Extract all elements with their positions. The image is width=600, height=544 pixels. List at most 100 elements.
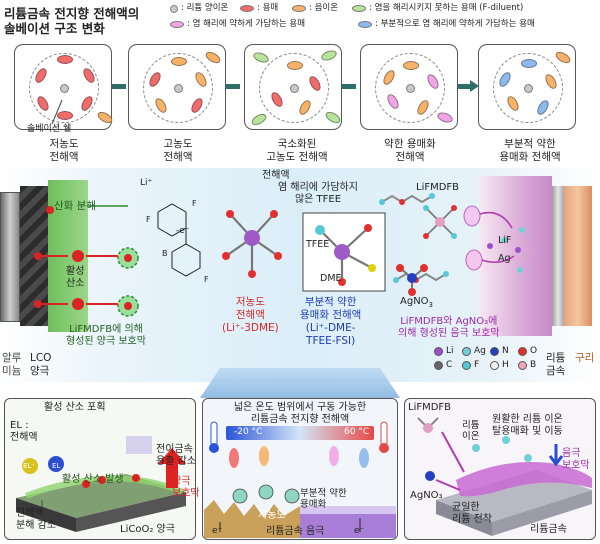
- element-swatch: [490, 360, 499, 370]
- partial-solvent-swatch: [358, 21, 372, 29]
- licoo2-label: LiCoO₂ 양극: [120, 524, 175, 535]
- solvent-molecule: [403, 61, 419, 70]
- temp-low-label: -20 °C: [234, 427, 263, 437]
- agno3-molecule: [396, 264, 428, 296]
- partial-solvation-structure: [302, 212, 386, 292]
- shell-pointer: [51, 99, 63, 125]
- solvation-panel-2: [128, 44, 226, 130]
- low-conc-bottom-label: 저농도: [258, 510, 286, 521]
- active-oxygen-generation-label: 활성 산소 발생: [62, 474, 124, 485]
- solvent-molecule: [287, 61, 303, 70]
- transition-arrowhead: [470, 80, 479, 92]
- el-definition: EL :전해액: [10, 420, 38, 443]
- element-swatch: [434, 346, 443, 356]
- svg-text:F: F: [146, 215, 151, 224]
- electron-right-label: e⁻: [354, 526, 365, 536]
- solvation-shell: [259, 53, 329, 123]
- solvent-molecule: [95, 109, 115, 126]
- li-ion: [406, 84, 415, 93]
- oxidative-decomposition-label: 산화 분해: [54, 200, 96, 212]
- li-metal-bottom-label: 리튬금속: [530, 524, 567, 535]
- electron-left-label: e⁻: [212, 526, 223, 536]
- element-key-c: C: [434, 360, 452, 370]
- element-key-f: F: [462, 360, 479, 370]
- svg-text:B: B: [162, 249, 168, 258]
- focus-callout: [200, 368, 400, 398]
- li-ion: [290, 84, 299, 93]
- element-key-ag: Ag: [462, 346, 486, 356]
- anion-swatch: [292, 5, 306, 13]
- electrolyte-label: 전해액: [262, 170, 290, 181]
- copper-current-collector: [564, 186, 592, 326]
- element-swatch: [490, 346, 499, 356]
- solvent-molecule: [251, 50, 271, 65]
- active-oxygen-capture-label: 활성 산소 포획: [44, 402, 106, 413]
- cathode-reaction-graphic: [34, 205, 139, 317]
- el-icon: [48, 456, 64, 472]
- f-diluent-swatch: [352, 5, 366, 13]
- element-symbol: Li: [446, 346, 454, 356]
- element-symbol: F: [474, 360, 480, 370]
- lifmdfb-small-molecule: [423, 205, 457, 239]
- aluminium-current-collector: [0, 192, 20, 322]
- title-line-1: 리튬금속 전지향 전해액의: [4, 6, 140, 21]
- element-key-h: H: [490, 360, 509, 370]
- solvation-panel-3: [244, 44, 343, 130]
- title-line-2: 솔베이션 구조 변화: [4, 21, 105, 36]
- agno3-label: AgNO3: [400, 296, 434, 309]
- lif-label: LiF: [498, 235, 512, 246]
- li-metal-anode-label: 리튬금속 음극: [266, 526, 325, 537]
- el-plus-label: EL⁺: [23, 462, 36, 470]
- element-symbol: H: [502, 360, 509, 370]
- solvation-shell: [143, 53, 213, 123]
- li-ion: [174, 84, 183, 93]
- transition-arrow: [458, 84, 472, 89]
- solvent-molecule: [203, 49, 223, 66]
- active-oxygen-icon: [72, 250, 84, 262]
- solvent-molecule: [323, 109, 343, 126]
- svg-text:F: F: [192, 199, 197, 208]
- anode-protective-film: [480, 176, 552, 336]
- legend-li-ion: : 리튬 양이온: [170, 3, 228, 14]
- electron-label: -e⁻: [176, 226, 190, 236]
- legend-weak-solvent: : 염 해리에 약하게 가담하는 용매: [170, 19, 305, 30]
- thermometer-hot-icon: [379, 421, 389, 453]
- li-ion-swatch: [170, 4, 178, 13]
- el-plus-icon: [22, 458, 38, 474]
- li-plus-label: Li⁺: [140, 178, 153, 188]
- svg-text:F: F: [204, 275, 209, 284]
- element-swatch: [518, 360, 527, 370]
- element-swatch: [462, 360, 471, 370]
- element-key-n: N: [490, 346, 509, 356]
- cathode-detail-graphic: [16, 436, 186, 532]
- solvent-molecule: [553, 49, 573, 66]
- tfee-label: TFEE: [306, 239, 330, 250]
- legend-partial-solvent: : 부분적으로 염 해리에 약하게 가담하는 용매: [358, 19, 535, 30]
- transition-arrow: [342, 84, 356, 89]
- solvent-molecule: [435, 110, 455, 125]
- legend-f-diluent: : 염을 해리시키지 못하는 용매 (F-diluent): [352, 3, 523, 14]
- dme-label: DME: [320, 273, 342, 284]
- element-symbol: B: [530, 360, 537, 370]
- solvation-shell: [493, 53, 563, 123]
- solvent-swatch: [240, 5, 254, 13]
- solvation-panel-1: [14, 44, 115, 130]
- solvent-molecule: [171, 57, 187, 66]
- element-key-li: Li: [434, 346, 454, 356]
- lithium-metal-anode: [552, 186, 564, 326]
